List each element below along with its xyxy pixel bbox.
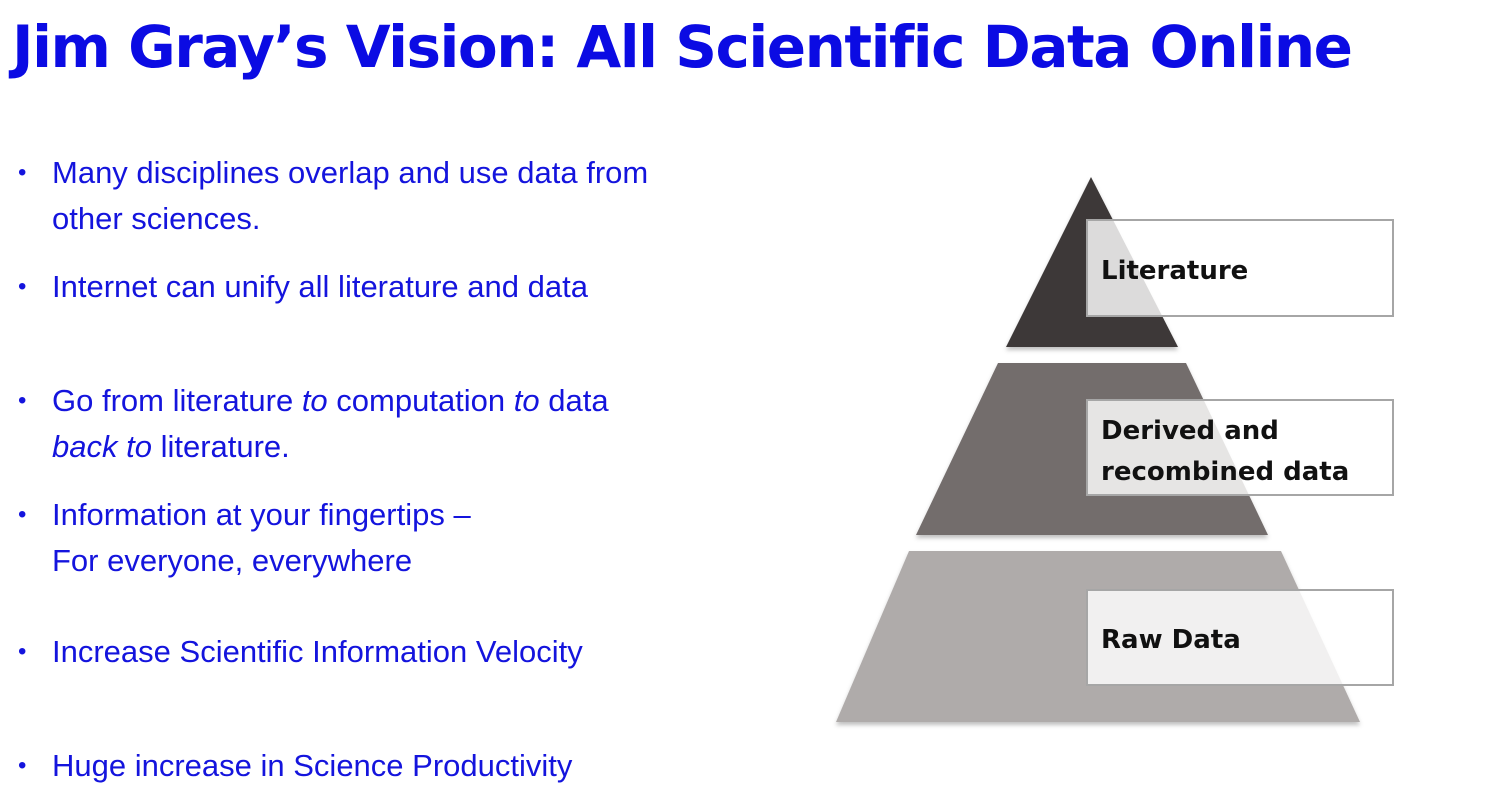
- bullet-item: • Increase Scientific Information Veloci…: [18, 629, 668, 675]
- tier-label-raw-data: Raw Data: [1101, 625, 1241, 655]
- bullet-marker: •: [18, 387, 27, 414]
- bullet-marker: •: [18, 159, 27, 186]
- bullet-marker: •: [18, 501, 27, 528]
- bullet-text: Internet can unify all literature and da…: [52, 269, 588, 304]
- bullet-item: • Internet can unify all literature and …: [18, 264, 668, 310]
- bullet-item: • Huge increase in Science Productivity: [18, 743, 668, 789]
- bullet-marker: •: [18, 752, 27, 779]
- label-box-literature: [1086, 219, 1394, 317]
- slide-title: Jim Gray’s Vision: All Scientific Data O…: [12, 13, 1353, 81]
- bullet-item: • Many disciplines overlap and use data …: [18, 150, 668, 242]
- bullet-text: Increase Scientific Information Velocity: [52, 634, 583, 669]
- bullet-text: Go from literature to computation to dat…: [52, 383, 609, 464]
- tier-label-derived-data: Derived and recombined data: [1101, 416, 1349, 487]
- bullet-marker: •: [18, 273, 27, 300]
- tier-label-literature: Literature: [1101, 256, 1248, 286]
- bullet-text: Information at your fingertips –For ever…: [52, 497, 471, 578]
- bullet-text: Many disciplines overlap and use data fr…: [52, 155, 649, 236]
- label-box-derived-data: [1086, 399, 1394, 496]
- bullet-item: • Go from literature to computation to d…: [18, 378, 668, 470]
- data-pyramid-diagram: Literature Derived and recombined data R…: [836, 177, 1394, 722]
- bullet-text: Huge increase in Science Productivity: [52, 748, 573, 783]
- bullet-marker: •: [18, 638, 27, 665]
- bullet-item: • Information at your fingertips –For ev…: [18, 492, 668, 584]
- label-box-raw-data: [1086, 589, 1394, 686]
